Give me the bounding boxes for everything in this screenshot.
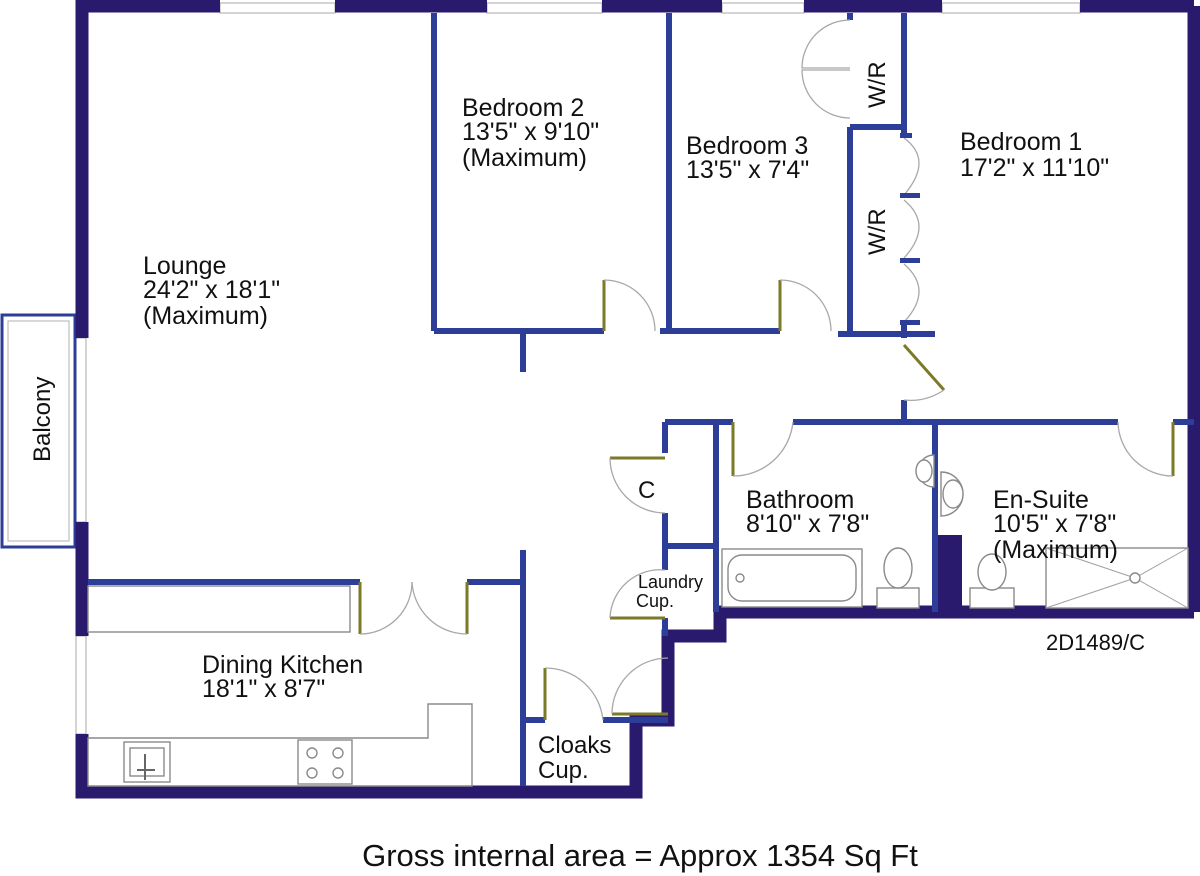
lounge-name: Lounge — [143, 252, 226, 280]
interior-walls — [88, 13, 1194, 786]
balcony-outline — [0, 313, 77, 549]
bifold-hinge-2 — [900, 258, 920, 263]
bathroom-toilet — [876, 547, 920, 609]
wall-ensuite-pier — [938, 535, 962, 612]
door-swing-wr-top-upper — [801, 19, 851, 69]
wall-north-west — [75, 0, 220, 338]
wardrobe-bifold-doors — [900, 133, 920, 325]
laundry-name-2: Cup. — [636, 591, 674, 611]
cloaks-name-2: Cup. — [538, 757, 589, 784]
bifold-2 — [903, 199, 920, 259]
ensuite-note: (Maximum) — [993, 536, 1118, 564]
door-bedroom-1 — [902, 344, 946, 391]
bedroom-1-name: Bedroom 1 — [960, 128, 1082, 156]
bifold-3 — [903, 263, 920, 323]
bifold-hinge-3 — [900, 320, 920, 325]
door-swing-entrance — [611, 657, 669, 715]
kitchen-counter-bottom — [87, 703, 473, 787]
lounge-size: 24'2" x 18'1" — [143, 276, 280, 304]
door-swing-bedroom-3 — [779, 279, 832, 332]
shower-tray — [1045, 547, 1189, 609]
wardrobe-top-label: W/R — [864, 61, 891, 108]
ensuite-toilet — [969, 553, 1015, 609]
bathtub — [721, 548, 863, 608]
laundry-name: Laundry — [638, 572, 703, 592]
window-kitchen — [75, 635, 87, 735]
door-swing-kitchen-right — [411, 581, 468, 635]
dining-kitchen-size: 18'1" x 8'7" — [202, 675, 325, 703]
ensuite-size: 10'5" x 7'8" — [993, 510, 1116, 538]
bedroom-3-name: Bedroom 3 — [686, 132, 808, 160]
door-swing-ensuite — [1117, 421, 1174, 477]
exterior-walls — [75, 0, 1200, 799]
bifold-hinge-1 — [900, 193, 920, 198]
bedroom-2-name: Bedroom 2 — [462, 94, 584, 122]
bifold-1 — [903, 137, 920, 196]
doors — [358, 19, 1175, 721]
wardrobe-side-label: W/R — [864, 208, 891, 255]
door-swing-wr-top-lower — [801, 69, 851, 119]
room-labels: Lounge 24'2" x 18'1" (Maximum) Bedroom 2… — [29, 61, 1145, 873]
cloaks-name: Cloaks — [538, 732, 611, 759]
kitchen-counter-top — [87, 585, 351, 633]
ensuite-basin — [940, 471, 964, 517]
window-balcony-door — [75, 337, 87, 523]
door-swing-laundry — [609, 569, 666, 619]
door-swing-bathroom — [732, 421, 794, 477]
bedroom-3-size: 13'5" x 7'4" — [686, 156, 809, 184]
window-bedroom-1 — [941, 2, 1081, 14]
window-bedroom-2 — [486, 2, 603, 14]
bifold-hinge-top — [900, 133, 912, 138]
gross-internal-area: Gross internal area = Approx 1354 Sq Ft — [362, 838, 918, 873]
door-swing-cupboard — [609, 457, 666, 514]
ensuite-name: En-Suite — [993, 486, 1089, 514]
bedroom-2-size: 13'5" x 9'10" — [462, 118, 599, 146]
balcony-inner-rail — [7, 320, 70, 542]
door-swing-kitchen-left — [359, 581, 413, 635]
bathroom-name: Bathroom — [746, 486, 854, 514]
balcony-label: Balcony — [29, 377, 56, 462]
window-lounge — [219, 2, 336, 14]
window-bedroom-3 — [721, 2, 805, 14]
bathroom-size: 8'10" x 7'8" — [746, 510, 869, 538]
kitchen-sink — [123, 741, 171, 783]
door-swing-bedroom-2 — [603, 279, 656, 332]
plan-reference: 2D1489/C — [1046, 630, 1145, 655]
cupboard-label: C — [638, 477, 655, 504]
bedroom-2-note: (Maximum) — [462, 144, 587, 172]
bathroom-basin — [915, 454, 935, 488]
balcony — [0, 313, 77, 549]
lounge-note: (Maximum) — [143, 302, 268, 330]
kitchen-hob — [297, 739, 353, 785]
door-swing-cloaks — [544, 667, 604, 721]
fixtures — [87, 454, 1189, 787]
bedroom-1-size: 17'2" x 11'10" — [960, 154, 1109, 182]
door-swing-bedroom-1 — [903, 389, 945, 401]
dining-kitchen-name: Dining Kitchen — [202, 651, 363, 679]
